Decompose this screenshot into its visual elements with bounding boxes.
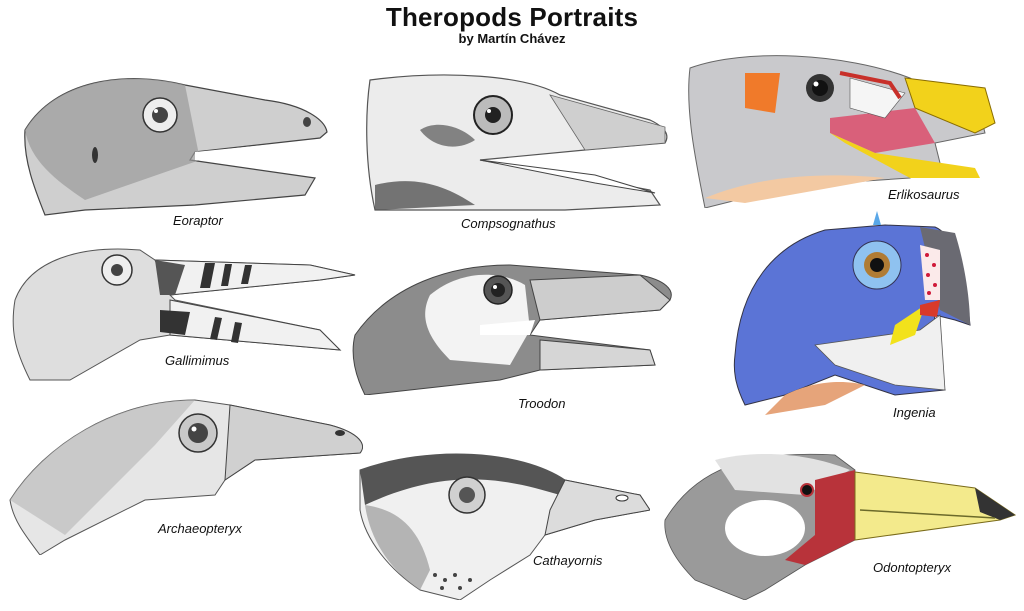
portrait-erlikosaurus: Erlikosaurus xyxy=(685,48,1020,208)
portrait-cathayornis: Cathayornis xyxy=(350,440,650,600)
label-odontopteryx: Odontopteryx xyxy=(873,560,952,575)
archaeopteryx-drawing xyxy=(9,399,363,555)
label-archaeopteryx: Archaeopteryx xyxy=(158,521,242,536)
label-troodon: Troodon xyxy=(518,396,566,411)
label-gallimimus: Gallimimus xyxy=(165,353,230,368)
portrait-archaeopteryx: Archaeopteryx xyxy=(5,385,365,560)
portrait-troodon: Troodon xyxy=(350,255,675,415)
author-byline: by Martín Chávez xyxy=(458,31,566,46)
ingenia-drawing xyxy=(733,211,971,415)
erlikosaurus-drawing xyxy=(688,55,996,208)
troodon-drawing xyxy=(352,264,672,395)
compsognathus-drawing xyxy=(366,74,668,211)
gallimimus-drawing xyxy=(12,248,356,381)
odontopteryx-drawing xyxy=(664,453,1017,600)
label-compsognathus: Compsognathus xyxy=(461,216,556,231)
label-ingenia: Ingenia xyxy=(893,405,936,420)
cathayornis-drawing xyxy=(359,453,650,600)
portrait-gallimimus: Gallimimus xyxy=(10,240,360,390)
portrait-eoraptor: Eoraptor xyxy=(15,60,335,228)
label-cathayornis: Cathayornis xyxy=(533,553,603,568)
portrait-odontopteryx: Odontopteryx xyxy=(655,440,1020,610)
label-eoraptor: Eoraptor xyxy=(173,213,223,228)
page-title: Theropods Portraits xyxy=(385,2,639,32)
label-erlikosaurus: Erlikosaurus xyxy=(888,187,960,202)
eoraptor-drawing xyxy=(24,78,328,216)
portrait-ingenia: Ingenia xyxy=(725,205,1015,430)
portrait-compsognathus: Compsognathus xyxy=(365,65,680,235)
